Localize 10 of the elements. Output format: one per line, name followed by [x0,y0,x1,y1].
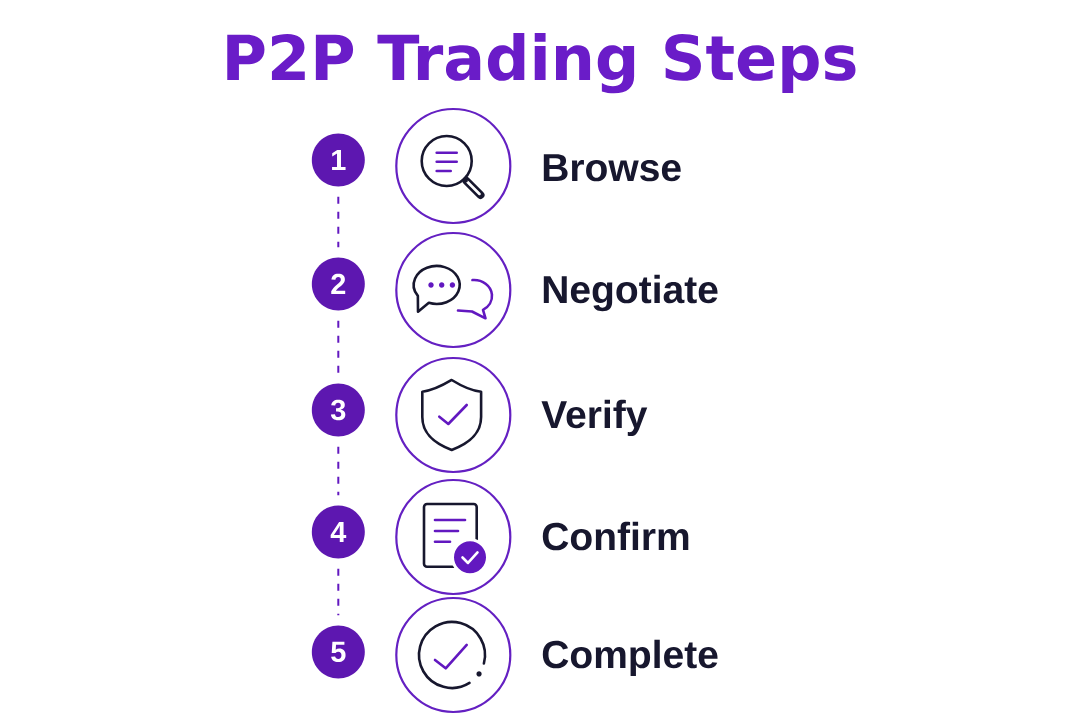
dashed-connector [337,567,340,617]
step-label: Browse [543,154,681,182]
dashed-connector [337,319,340,375]
dashed-connector [337,195,340,249]
step-label: Confirm [542,521,689,551]
step-label: Negotiate [543,274,718,312]
step-label: Complete [542,639,718,677]
dashed-connector [337,445,340,497]
title: P2P Trading Steps [227,32,856,94]
step-label: Verify [541,399,648,437]
